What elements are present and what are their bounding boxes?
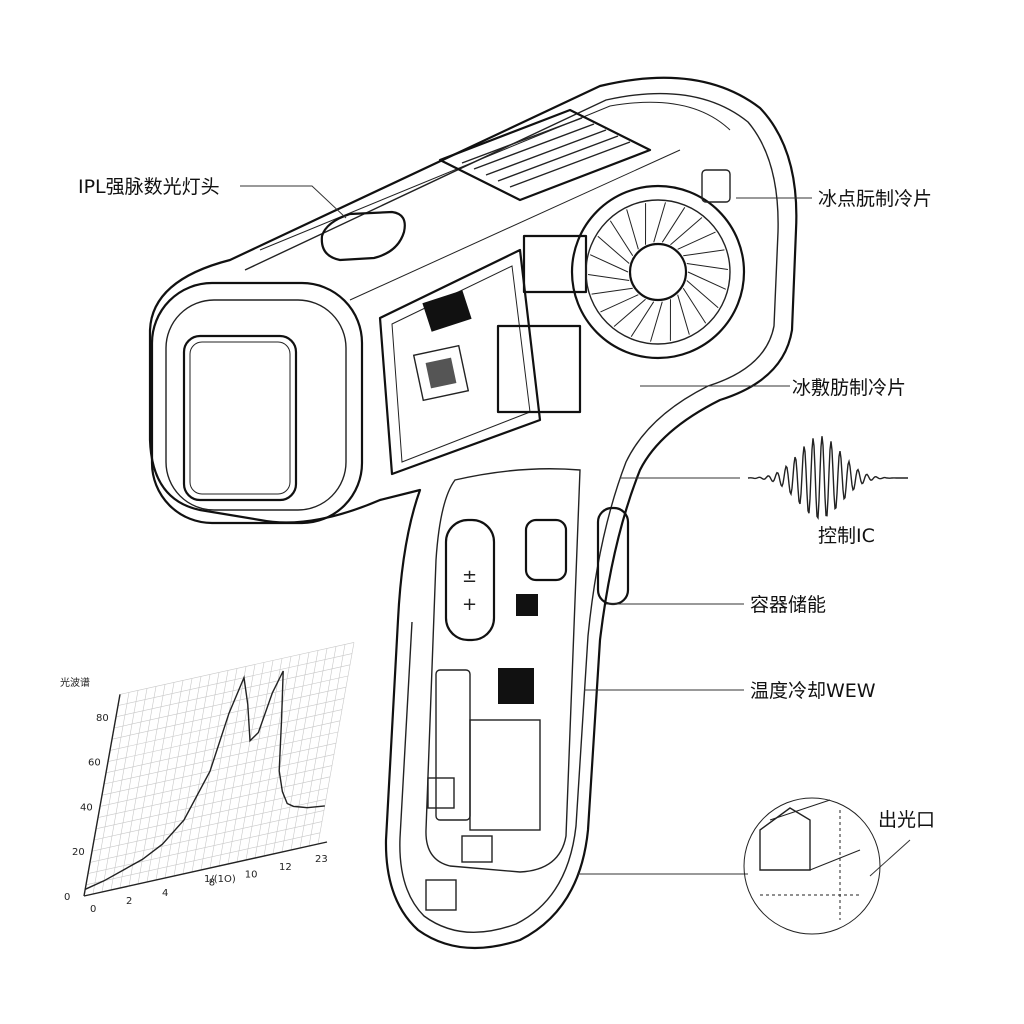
fan-blade bbox=[587, 273, 630, 281]
fan-blade bbox=[677, 231, 716, 250]
x-tick-label: 23 bbox=[315, 854, 328, 865]
label-control-ic: 控制IC bbox=[818, 525, 875, 547]
grid-line bbox=[107, 709, 343, 762]
label-temp-cooling: 温度冷却WEW bbox=[750, 680, 876, 702]
svg-text:±: ± bbox=[462, 566, 477, 587]
x-tick-label: 10 bbox=[245, 870, 258, 881]
x-tick-label: 8 bbox=[209, 878, 215, 889]
cooling-fan bbox=[570, 184, 746, 360]
fan-blade bbox=[630, 301, 655, 337]
grid-line bbox=[87, 821, 323, 874]
y-tick-label: 80 bbox=[96, 713, 109, 724]
fan-blade bbox=[686, 280, 719, 309]
mount-bracket bbox=[701, 169, 731, 203]
chart-title: 光波谱 bbox=[60, 676, 90, 689]
fan-blade bbox=[613, 298, 646, 327]
grid-line bbox=[119, 642, 355, 695]
fan-blade bbox=[591, 287, 633, 295]
fan-blade bbox=[589, 254, 629, 273]
fan-blade bbox=[683, 249, 725, 257]
grid-line bbox=[101, 742, 337, 796]
chart-x-axis-label: 1/(1O) bbox=[204, 874, 236, 885]
fan-blade bbox=[626, 209, 639, 250]
handle-internals: ± + bbox=[425, 506, 630, 911]
label-ice-cool-plate: 冰点朊制冷片 bbox=[818, 188, 932, 210]
chart-y-ticks: 0 20 40 60 80 bbox=[64, 713, 109, 903]
label-ipl-head: IPL强脉数光灯头 bbox=[78, 176, 220, 198]
y-tick-label: 60 bbox=[88, 758, 101, 769]
top-button bbox=[320, 210, 406, 262]
grid-line bbox=[117, 653, 353, 706]
y-tick-label: 20 bbox=[72, 847, 85, 858]
fan-blade bbox=[650, 301, 663, 342]
grid-line bbox=[105, 720, 341, 774]
chart-grid bbox=[83, 642, 355, 897]
grid-line bbox=[113, 675, 349, 729]
grid-line bbox=[115, 664, 351, 718]
fan-blade bbox=[687, 271, 727, 290]
x-tick-label: 12 bbox=[279, 862, 292, 873]
grid-line bbox=[97, 765, 333, 818]
chart-axes bbox=[83, 694, 328, 897]
label-ice-compress-plate: 冰敷肪制冷片 bbox=[792, 377, 906, 399]
grid-line bbox=[85, 832, 321, 886]
grid-line bbox=[91, 798, 327, 852]
head-circuit-board bbox=[378, 234, 588, 476]
grid-line bbox=[103, 731, 339, 785]
fan-blade bbox=[609, 220, 634, 257]
fan-blade bbox=[677, 294, 690, 335]
spectrum-chart: 光波谱 0 20 40 60 80 0 2 4 8 10 12 23 1/(1O) bbox=[60, 642, 355, 915]
label-capacitor-storage: 容器储能 bbox=[750, 594, 826, 616]
y-tick-label: 40 bbox=[80, 802, 93, 813]
y-axis bbox=[83, 694, 121, 897]
leader-lines bbox=[240, 185, 911, 877]
fan-blade bbox=[682, 287, 707, 324]
fan-blade bbox=[600, 294, 639, 313]
chart-x-ticks: 0 2 4 8 10 12 23 bbox=[90, 854, 328, 915]
grid-line bbox=[95, 776, 331, 830]
fan-blade bbox=[670, 217, 703, 246]
fan-blade bbox=[686, 263, 729, 271]
svg-text:+: + bbox=[462, 594, 477, 615]
y-tick-label: 0 bbox=[64, 892, 70, 903]
fan-blade bbox=[597, 235, 630, 264]
x-axis bbox=[83, 841, 328, 897]
x-tick-label: 0 bbox=[90, 904, 96, 915]
x-tick-label: 4 bbox=[162, 888, 168, 899]
grid-line bbox=[89, 810, 325, 863]
grid-line bbox=[109, 698, 345, 751]
fan-blade bbox=[661, 207, 686, 243]
grid-line bbox=[93, 787, 329, 841]
fan-blade bbox=[653, 202, 666, 243]
light-outlet-detail-circle bbox=[743, 797, 881, 935]
device-body bbox=[148, 76, 798, 950]
grid-line bbox=[99, 754, 335, 807]
lamp-head-front bbox=[150, 281, 364, 525]
chart-series-line bbox=[84, 670, 325, 890]
vent-grille bbox=[438, 108, 652, 202]
label-light-outlet: 出光口 bbox=[878, 809, 935, 831]
control-signal-waveform bbox=[747, 436, 908, 521]
x-tick-label: 2 bbox=[126, 896, 132, 907]
